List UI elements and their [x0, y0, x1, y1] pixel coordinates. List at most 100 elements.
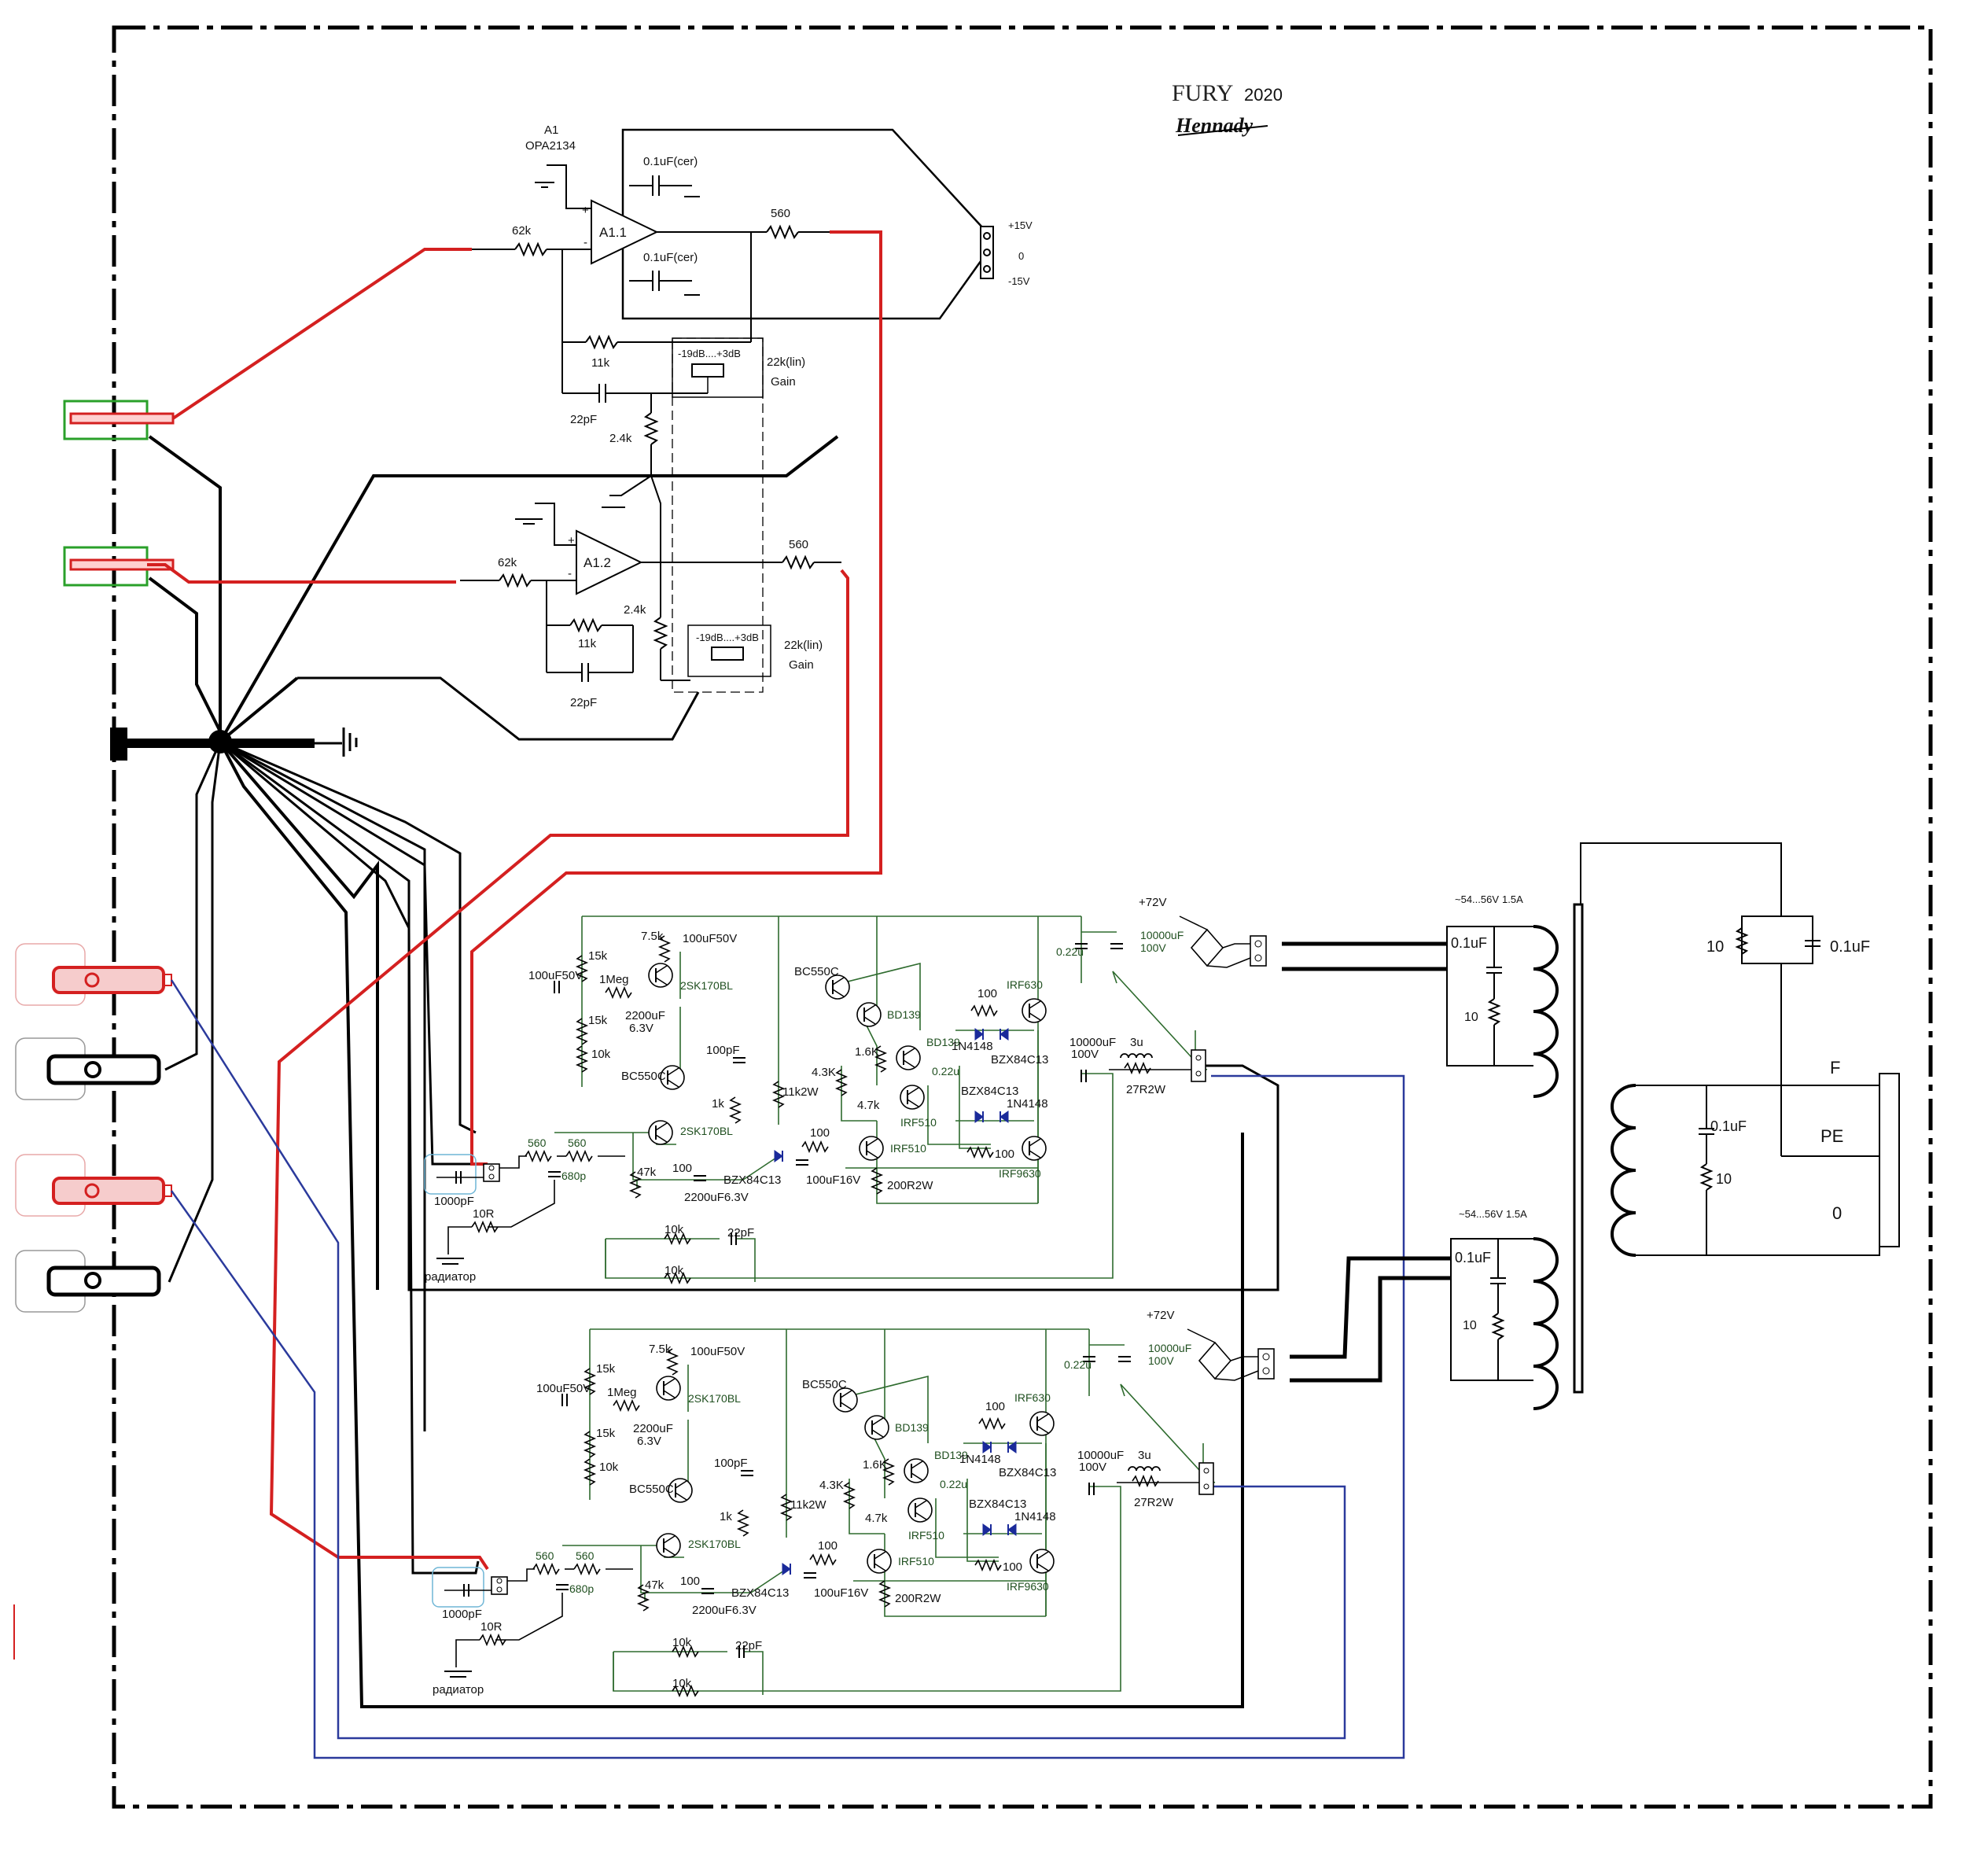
- title-block: FURY 2020 Hennady: [1172, 80, 1283, 137]
- q-bd139-bias-label: BD139: [934, 1449, 968, 1461]
- r-15k-label: 15k: [596, 1362, 616, 1376]
- secondary-2-winding: [1533, 1237, 1559, 1410]
- mos-irf9630-label: IRF9630: [1007, 1580, 1049, 1593]
- q-bd139-label: BD139: [895, 1421, 929, 1434]
- pot-value-1: 22k(lin): [767, 355, 805, 369]
- secondary-1-winding: [1533, 925, 1559, 1098]
- r-1.6K-label: 1.6K: [863, 1458, 887, 1472]
- q-bc550c: [833, 1387, 858, 1413]
- r-10k: [583, 1458, 597, 1486]
- zener-bzx84c13-c: [1000, 1111, 1009, 1123]
- ic-ref: A1: [544, 123, 558, 137]
- cap-100uF50V-label: 100uF50V: [683, 932, 737, 945]
- r-100-b: [801, 1140, 829, 1154]
- input-connector: [491, 1576, 508, 1595]
- svg-text:-: -: [584, 236, 587, 249]
- r-10k-fb-label: 10k: [672, 1636, 692, 1649]
- r-10k-fb-label: 10k: [665, 1223, 684, 1236]
- mos-irf510-b-label: IRF510: [898, 1555, 934, 1567]
- r-fb-2: 11k: [578, 637, 597, 650]
- signal-wires: [147, 230, 882, 1571]
- cap-0.22u-b-label: 0.22u: [932, 1065, 959, 1078]
- diode-a-label: 1N4148: [952, 1040, 993, 1053]
- pri-snub-r: 10: [1716, 1171, 1732, 1187]
- r-1.6K-label: 1.6K: [855, 1045, 879, 1059]
- ic-part: OPA2134: [525, 139, 576, 153]
- pot-value-2: 22k(lin): [784, 639, 823, 652]
- jfet-q2: [648, 1120, 673, 1145]
- jfet-q2-label: 2SK170BL: [688, 1538, 741, 1550]
- q-bc550c-tail: [668, 1478, 693, 1503]
- sec1-snub-r: 10: [1464, 1011, 1478, 1024]
- speaker-out-2-minus[interactable]: [46, 1265, 161, 1297]
- r-100-c-label: 100: [977, 987, 997, 1000]
- r-560-a: [532, 1562, 560, 1576]
- q-bc550c-tail-label: BC550C: [621, 1070, 666, 1083]
- mains-zero: 0: [1832, 1203, 1842, 1223]
- r-10k-fb2: [672, 1684, 699, 1698]
- q-bd139-label: BD139: [887, 1008, 921, 1021]
- zener-bzx84c13-a: [774, 1150, 783, 1162]
- speaker-out-1-plus[interactable]: [52, 966, 165, 994]
- r-560-b: [565, 1149, 593, 1163]
- speaker-wires: [170, 979, 1405, 1759]
- opamp-a1-1-label: A1.1: [599, 225, 627, 240]
- speaker-out-2-plus[interactable]: [52, 1177, 165, 1205]
- r-27R2W-label: 27R2W: [1134, 1496, 1174, 1509]
- mos-irf510-b: [867, 1549, 892, 1574]
- diode-1n4148-a: [974, 1028, 984, 1041]
- cap-22pF-label: 22pF: [727, 1226, 754, 1240]
- svg-text:+: +: [568, 534, 575, 547]
- cap-2200uF6.3V-label: 2200uF6.3V: [684, 1191, 749, 1204]
- mains-terminal: [1879, 1073, 1900, 1247]
- r-15k-b: [575, 1018, 589, 1045]
- cap-0.22u-label: 0.22u: [1064, 1358, 1092, 1371]
- r-4.3K: [842, 1482, 856, 1509]
- r-15k: [575, 955, 589, 982]
- opamp-a1-1: [591, 199, 659, 265]
- r-15k: [583, 1368, 597, 1395]
- q-bd139-bias-label: BD139: [926, 1036, 960, 1048]
- zener-c-label: BZX84C13: [969, 1498, 1026, 1511]
- gain-pot-2[interactable]: [711, 647, 744, 661]
- jfet-q1: [648, 963, 673, 988]
- output-cap-box: [432, 1567, 484, 1608]
- r-1Meg: [613, 1398, 640, 1413]
- mos-irf510-b: [859, 1136, 884, 1161]
- q-bd139: [856, 1002, 882, 1027]
- cap-10000uF-out-voltage: 100V: [1079, 1461, 1106, 1474]
- cap-top-label: 0.1uF(cer): [643, 155, 698, 168]
- cap-10000uF-label: 10000uF: [1148, 1342, 1191, 1354]
- r-1Meg-label: 1Meg: [607, 1386, 637, 1399]
- r-in-2: 62k: [498, 556, 517, 569]
- pot-range-2: -19dB....+3dB: [696, 632, 759, 643]
- sec2-snub-r: 10: [1463, 1319, 1477, 1332]
- rail-voltage: +72V: [1147, 1309, 1174, 1322]
- r-15k-label: 15k: [588, 949, 608, 963]
- gain-pot-1[interactable]: [691, 363, 724, 378]
- q-bc550c: [825, 974, 850, 1000]
- opamp-a1-2: [576, 529, 643, 595]
- speaker-out-1-minus[interactable]: [46, 1054, 161, 1085]
- mains-pe: PE: [1820, 1126, 1843, 1146]
- r-100-d-label: 100: [1003, 1560, 1022, 1574]
- r-560-a: [525, 1149, 552, 1163]
- top-r: 10: [1706, 938, 1724, 956]
- sec1-snub-c: 0.1uF: [1451, 935, 1487, 951]
- r-1k: [736, 1509, 750, 1537]
- cap-10000uF-out-voltage: 100V: [1071, 1048, 1099, 1061]
- r-10R-label: 10R: [480, 1620, 503, 1634]
- r-560-b-label: 560: [576, 1549, 595, 1562]
- r-1Meg: [605, 985, 632, 1000]
- cap-2200uF-voltage: 6.3V: [629, 1022, 653, 1035]
- zener-a-label: BZX84C13: [723, 1173, 781, 1187]
- r-10k-fb2-label: 10k: [665, 1264, 684, 1277]
- rail-voltage: +72V: [1139, 896, 1166, 909]
- r-10R: [471, 1220, 499, 1234]
- r-560-b-label: 560: [568, 1136, 587, 1149]
- jfet-q1-label: 2SK170BL: [688, 1392, 741, 1405]
- mos-irf510-a-label: IRF510: [908, 1529, 944, 1542]
- preamp-section: A1 OPA2134 0.1uF(cer) 0.1uF(cer) +15V 0 …: [297, 123, 1033, 741]
